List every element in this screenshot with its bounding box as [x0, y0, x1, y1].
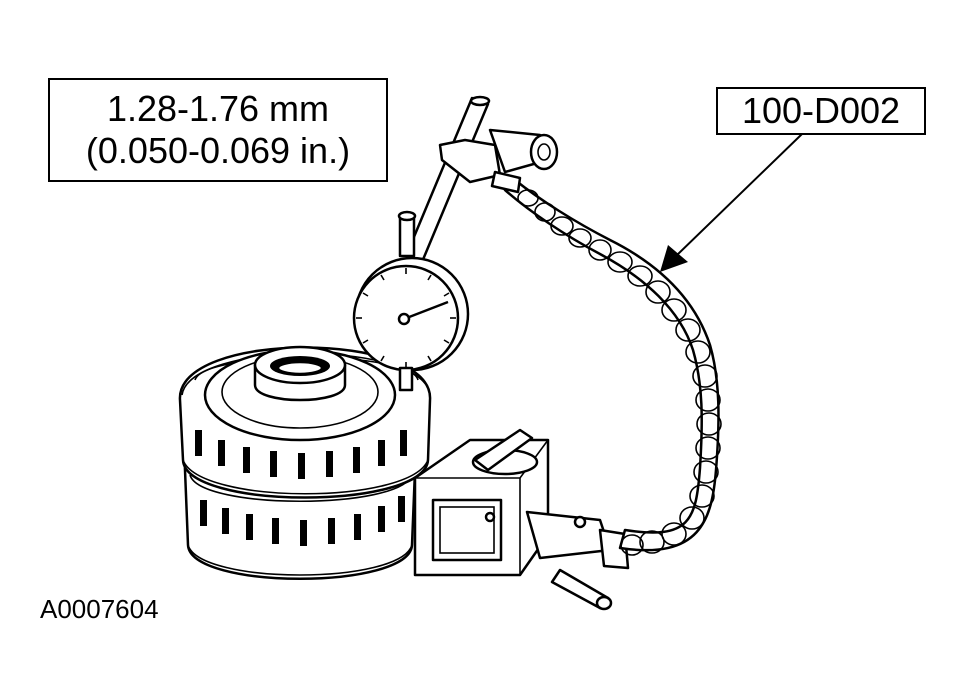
spec-metric: 1.28-1.76 mm: [106, 88, 330, 129]
clamp-rod: [404, 95, 559, 264]
dial-indicator: [352, 210, 470, 392]
tool-leader-arrow: [660, 133, 803, 272]
spec-imperial: (0.050-0.069 in.): [85, 130, 351, 171]
figure-id: A0007604: [40, 594, 159, 624]
magnetic-base: [413, 428, 630, 611]
clearance-spec-box: 1.28-1.76 mm (0.050-0.069 in.): [48, 78, 388, 182]
clutch-pack: [178, 345, 432, 580]
tool-number: 100-D002: [741, 90, 901, 131]
tool-number-label: 100-D002: [716, 87, 926, 135]
